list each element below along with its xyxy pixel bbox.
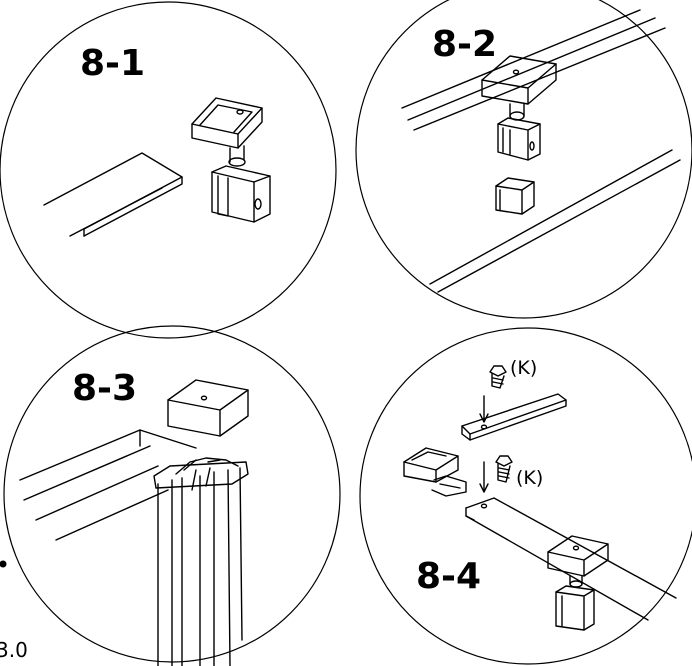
connector-8-4 xyxy=(403,447,467,497)
clamp-8-3 xyxy=(167,379,249,437)
panel-8-4-circle xyxy=(359,327,692,665)
screw-label-lower: (K) xyxy=(516,467,543,489)
clamp-8-4 xyxy=(547,535,609,631)
panel-8-1-circle xyxy=(0,1,337,339)
short-bar-8-4 xyxy=(461,393,567,441)
step-8-1-label: 8-1 xyxy=(80,43,145,84)
panel-8-4: (K) (K) xyxy=(359,327,692,665)
step-8-4-label: 8-4 xyxy=(416,556,481,597)
clamp-bracket-8-1 xyxy=(191,97,271,223)
screw-upper-8-4 xyxy=(479,365,507,423)
insert-block-8-2 xyxy=(495,177,535,215)
panel-8-3: 8-3 xyxy=(3,325,341,666)
bottom-rail-8-2 xyxy=(429,149,681,293)
panel-8-1: 8-1 xyxy=(0,1,337,339)
screw-lower-8-4 xyxy=(479,455,513,493)
page-version-text: 3.0 xyxy=(0,638,28,662)
step-8-3-label: 8-3 xyxy=(72,368,137,409)
long-bar-8-4 xyxy=(465,497,677,621)
clamp-8-2 xyxy=(481,55,557,161)
profile-8-3 xyxy=(153,457,249,666)
rail-8-3 xyxy=(19,429,197,541)
panel-8-2-circle xyxy=(355,0,692,319)
bullet-dot xyxy=(0,560,7,568)
rail-piece-8-1 xyxy=(43,152,183,237)
step-8-2-label: 8-2 xyxy=(432,24,497,65)
screw-label-upper: (K) xyxy=(510,357,537,379)
panel-8-2: 8-2 xyxy=(355,0,692,319)
